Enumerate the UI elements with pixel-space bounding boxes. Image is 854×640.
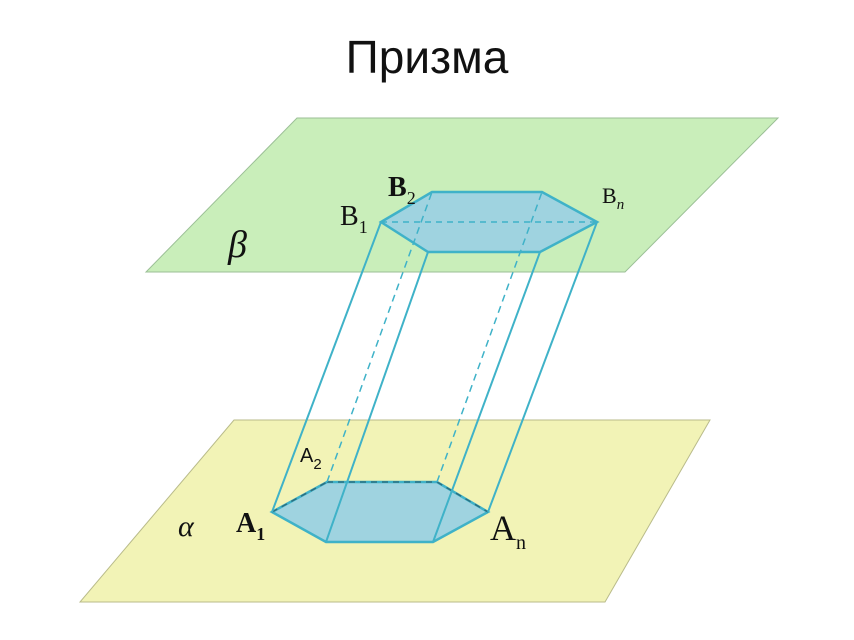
bottom-hidden-edge-3 bbox=[436, 481, 489, 513]
vertex-B1-subscript: 1 bbox=[359, 217, 368, 237]
vertex-label-An: An bbox=[490, 508, 526, 554]
vertex-label-A1: A1 bbox=[236, 508, 265, 544]
vertex-An-subscript: n bbox=[516, 532, 526, 554]
diagram-title: Призма bbox=[345, 31, 509, 83]
vertex-B2-letter: B bbox=[388, 172, 407, 203]
lateral-edge-back-hidden bbox=[436, 191, 543, 483]
vertex-A2-subscript: 2 bbox=[313, 456, 321, 473]
vertex-label-Bn: Bn bbox=[602, 183, 624, 213]
lateral-edge-front-left bbox=[325, 251, 429, 543]
vertex-A2-letter: A bbox=[300, 445, 314, 467]
vertex-Bn-letter: B bbox=[602, 183, 617, 208]
lateral-edge-AnBn bbox=[487, 221, 598, 513]
plane-alpha-label: α bbox=[178, 510, 195, 543]
lateral-edge-A1B1 bbox=[271, 221, 382, 513]
vertex-B1-letter: B bbox=[340, 201, 359, 232]
vertex-Bn-subscript: n bbox=[617, 197, 625, 213]
lateral-edge-front-right bbox=[432, 251, 541, 543]
vertex-An-letter: A bbox=[490, 508, 516, 548]
plane-beta-label: β bbox=[227, 224, 247, 266]
vertex-A1-subscript: 1 bbox=[256, 524, 265, 544]
lateral-edge-A2B2-hidden bbox=[326, 191, 433, 483]
vertex-A1-letter: A bbox=[236, 508, 257, 539]
vertex-label-B2: B2 bbox=[388, 172, 416, 208]
vertex-B2-subscript: 2 bbox=[407, 188, 416, 208]
vertex-label-A2: A2 bbox=[300, 445, 322, 473]
vertex-label-B1: B1 bbox=[340, 201, 368, 237]
